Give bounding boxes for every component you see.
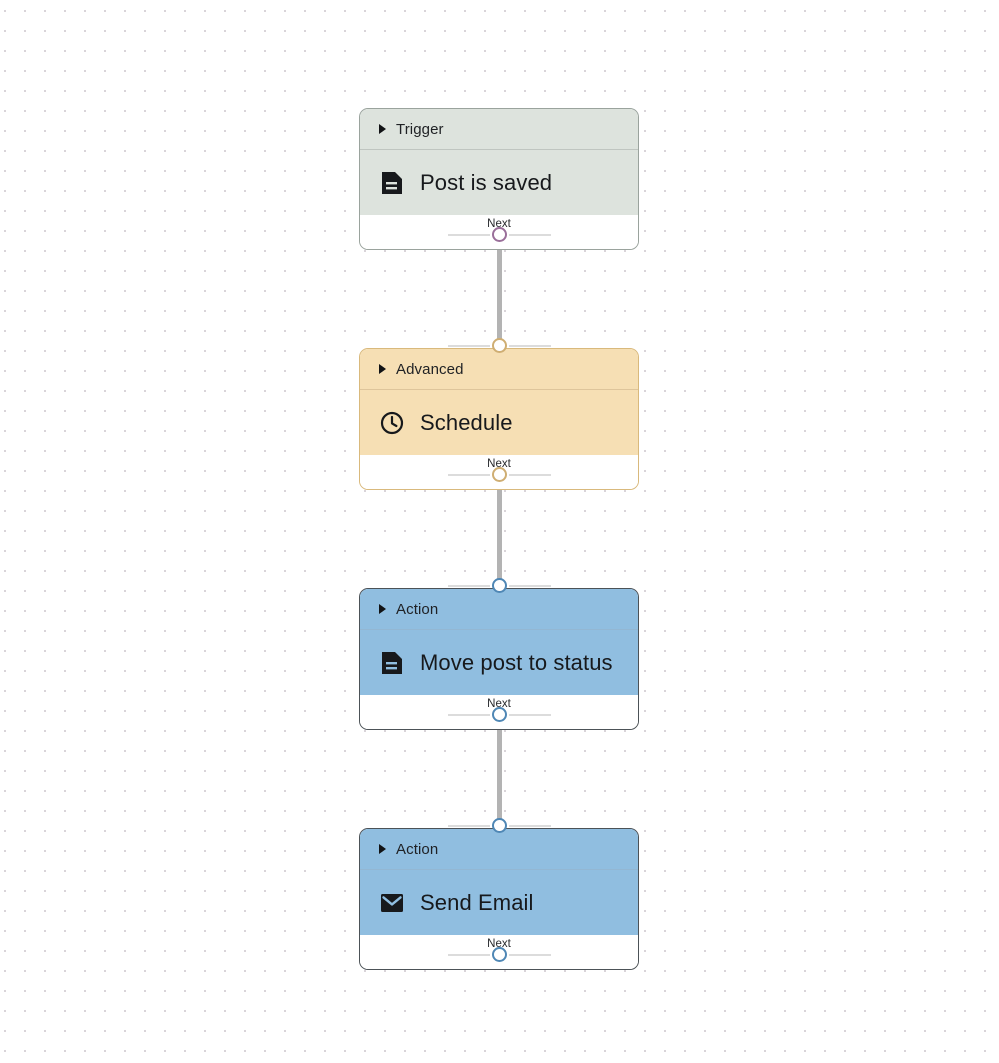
node-title: Move post to status (420, 649, 613, 675)
next-label: Next (487, 938, 511, 950)
edge-advanced-to-action-1[interactable] (497, 470, 502, 588)
edge-trigger-to-advanced[interactable] (497, 230, 502, 348)
workflow-node-action-move-post[interactable]: Action Move post to status Next (359, 588, 639, 730)
node-type-label: Advanced (396, 360, 464, 378)
node-header-action[interactable]: Action (360, 589, 638, 629)
chevron-right-icon[interactable] (379, 364, 386, 374)
envelope-icon (379, 890, 405, 916)
node-divider (360, 149, 638, 150)
output-port-trigger[interactable] (492, 227, 507, 242)
input-port-advanced[interactable] (492, 338, 507, 353)
node-title: Post is saved (420, 169, 553, 195)
document-icon (379, 170, 405, 196)
next-label: Next (487, 218, 511, 230)
output-port-action-move-post[interactable] (492, 707, 507, 722)
node-header-advanced[interactable]: Advanced (360, 349, 638, 389)
node-header-trigger[interactable]: Trigger (360, 109, 638, 149)
input-port-action-move-post[interactable] (492, 578, 507, 593)
node-body-action[interactable]: Move post to status (360, 630, 638, 695)
chevron-right-icon[interactable] (379, 604, 386, 614)
node-body-advanced[interactable]: Schedule (360, 390, 638, 455)
output-port-action-send-email[interactable] (492, 947, 507, 962)
node-body-action[interactable]: Send Email (360, 870, 638, 935)
chevron-right-icon[interactable] (379, 844, 386, 854)
node-title: Send Email (420, 889, 534, 915)
input-port-action-send-email[interactable] (492, 818, 507, 833)
next-label: Next (487, 458, 511, 470)
chevron-right-icon[interactable] (379, 124, 386, 134)
output-port-advanced[interactable] (492, 467, 507, 482)
node-divider (360, 629, 638, 630)
node-type-label: Trigger (396, 120, 444, 138)
node-header-action[interactable]: Action (360, 829, 638, 869)
node-divider (360, 869, 638, 870)
node-divider (360, 389, 638, 390)
workflow-node-advanced[interactable]: Advanced Schedule Next (359, 348, 639, 490)
edge-action-1-to-action-2[interactable] (497, 710, 502, 828)
node-title: Schedule (420, 409, 513, 435)
node-body-trigger[interactable]: Post is saved (360, 150, 638, 215)
clock-icon (379, 410, 405, 436)
node-type-label: Action (396, 840, 439, 858)
workflow-node-trigger[interactable]: Trigger Post is saved Next (359, 108, 639, 250)
node-type-label: Action (396, 600, 439, 618)
document-icon (379, 650, 405, 676)
next-label: Next (487, 698, 511, 710)
